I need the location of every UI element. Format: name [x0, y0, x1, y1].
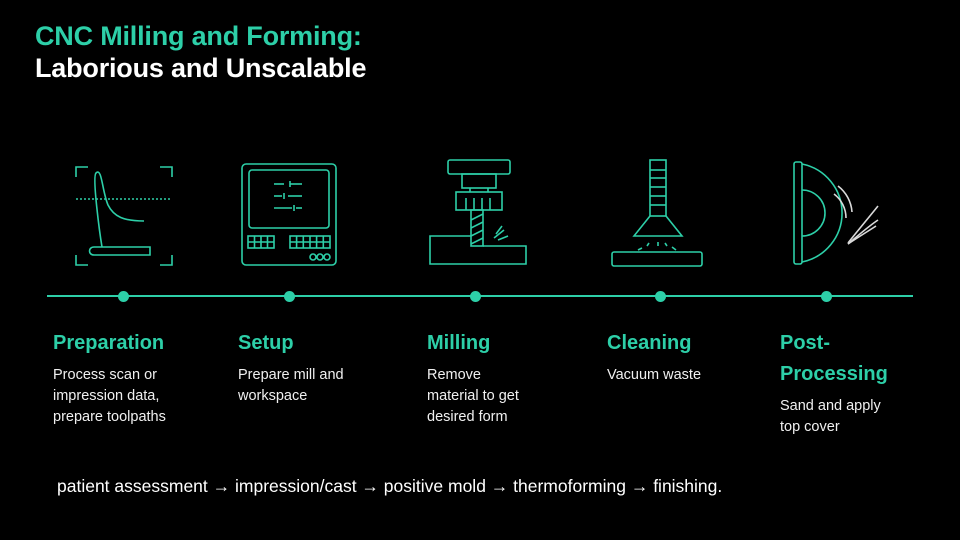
step-preparation: Preparation Process scan or impression d… [53, 328, 166, 428]
step-description: Remove material to get desired form [427, 367, 519, 425]
timeline-dot-milling [470, 291, 481, 302]
step-description: Vacuum waste [607, 367, 702, 383]
timeline-dot-post-processing [821, 291, 832, 302]
step-description: Prepare mill and workspace [238, 367, 344, 404]
step-title: Cleaning [607, 332, 692, 354]
step-title: Post- Processing [780, 332, 888, 385]
workflow-caption: patient assessment → impression/cast → p… [57, 476, 723, 496]
slide-title: CNC Milling and Forming: Laborious and U… [35, 20, 366, 84]
step-setup: Setup Prepare mill and workspace [238, 328, 344, 407]
timeline-dot-preparation [118, 291, 129, 302]
step-title: Setup [238, 332, 294, 354]
step-post-processing: Post- Processing Sand and apply top cove… [780, 328, 888, 438]
sanding-disc-icon [790, 158, 882, 268]
step-cleaning: Cleaning Vacuum waste [607, 328, 701, 386]
control-panel-icon [240, 162, 338, 267]
step-title: Preparation [53, 332, 165, 354]
title-line-2: Laborious and Unscalable [35, 53, 367, 83]
timeline-dot-cleaning [655, 291, 666, 302]
scan-foot-icon [72, 163, 176, 269]
timeline-dot-setup [284, 291, 295, 302]
step-description: Sand and apply top cover [780, 398, 881, 435]
step-milling: Milling Remove material to get desired f… [427, 328, 519, 428]
step-description: Process scan or impression data, prepare… [53, 367, 166, 425]
vacuum-icon [610, 158, 706, 268]
milling-machine-icon [428, 158, 530, 268]
title-line-1: CNC Milling and Forming: [35, 21, 362, 51]
step-title: Milling [427, 332, 491, 354]
